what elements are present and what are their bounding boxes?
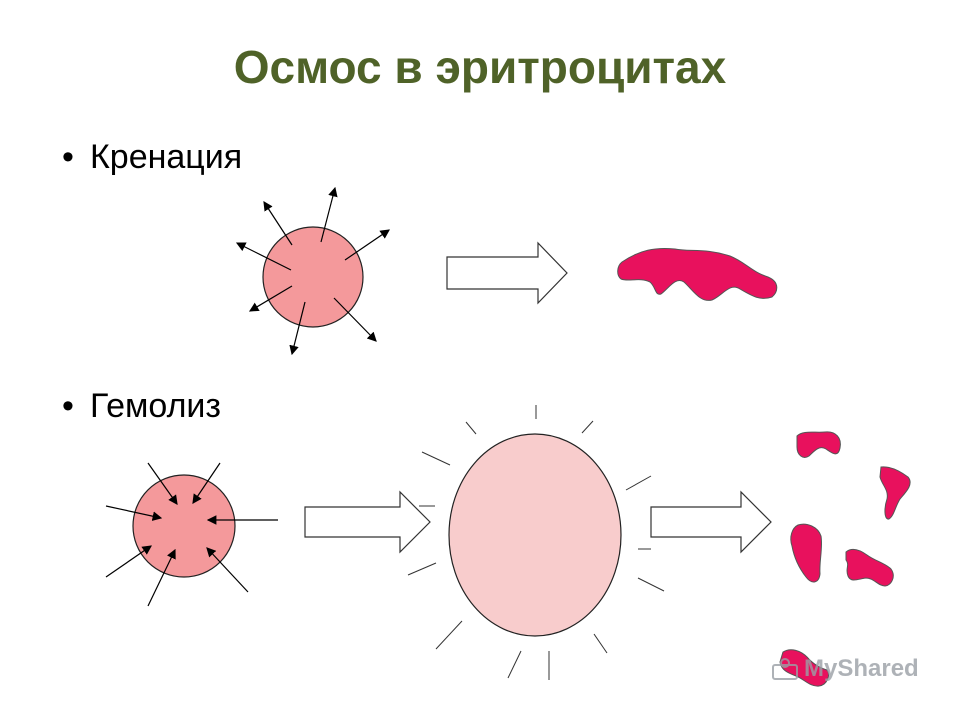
watermark-text: MyShared [804,655,919,682]
pressure-lines [407,405,665,680]
cell-swollen [448,433,622,637]
myshared-logo-icon [772,657,798,680]
crenated-cell [617,247,778,301]
bullet-label: Гемолиз [90,387,222,425]
bullet-krenatsiya: • Кренация [62,138,242,177]
swollen-cell-group [407,405,665,680]
process-arrow-icon [446,241,568,305]
bullet-marker: • [62,138,74,176]
fragment [879,466,911,520]
hemolysis-cell-group [105,462,278,607]
cell-fragments [779,431,911,687]
bullet-label: Кренация [90,138,243,176]
fragment [779,649,830,687]
watermark: MyShared [770,655,919,683]
fragment [796,431,841,458]
arrow-out-icon [235,186,390,356]
slide-title: Осмос в эритроцитах [233,41,727,93]
bullet-marker: • [62,387,74,425]
bullet-gemoliz: • Гемолиз [62,387,221,426]
arrow-in-icon [105,462,278,607]
process-arrow-icon [304,490,431,554]
crenation-cell-group [235,186,390,356]
fragment [790,523,823,583]
fragment [845,548,894,587]
process-arrow-icon [650,490,772,554]
